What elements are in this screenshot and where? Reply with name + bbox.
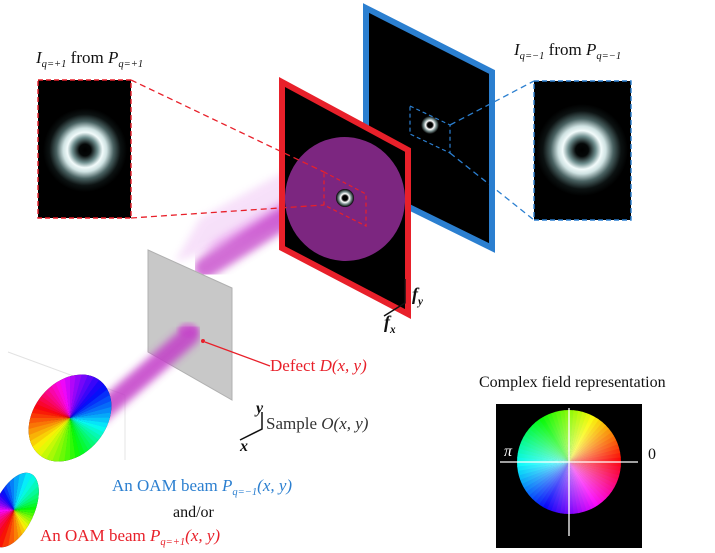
defect-leader-line [204,341,271,367]
beam-plus-text: An OAM beam [40,526,151,545]
defect-expr: D(x, y) [319,356,367,375]
label-and-or: and/or [173,504,214,521]
fy-subscript: y [418,295,423,308]
i-plus-p-subscript: q=+1 [118,59,144,71]
small-ring-minus [421,116,439,134]
defect-text: Defect [270,356,320,375]
defect-point [201,339,205,343]
sample-text: Sample [266,414,322,433]
i-plus-p-symbol: P [107,48,119,67]
label-intensity-minus: Iq=−1 from Pq=−1 [514,40,622,63]
i-plus-subscript: q=+1 [41,59,67,71]
fy-symbol: f [412,284,418,304]
beam-minus-text: An OAM beam [112,476,223,495]
label-beam-minus: An OAM beam Pq=−1(x, y) [112,476,293,499]
i-plus-from: from [66,48,108,67]
oam-beam-phase-ellipse-1 [11,358,129,478]
label-phase-zero: 0 [648,446,656,463]
i-minus-symbol: I [514,40,520,59]
label-sample-x: x [240,438,248,455]
i-minus-p-subscript: q=−1 [596,51,622,63]
label-fy: fy [412,284,423,308]
sample-expr: O(x, y) [321,414,369,433]
label-defect: Defect D(x, y) [270,356,367,376]
label-phase-pi: π [504,443,513,460]
beam-plus-subscript: q=+1 [160,537,186,549]
i-minus-from: from [544,40,586,59]
beam-minus-subscript: q=−1 [232,487,258,499]
sample-axes [239,412,263,441]
label-beam-plus: An OAM beam Pq=+1(x, y) [40,526,221,549]
fx-subscript: x [390,323,396,336]
fx-symbol: f [384,312,390,332]
small-ring-plus [336,189,354,207]
label-complex-field: Complex field representation [479,374,666,391]
beam-plus-p: P [150,526,161,545]
label-intensity-plus: Iq=+1 from Pq=+1 [36,48,144,71]
fourier-axes [383,279,406,317]
label-fx: fx [384,312,396,336]
label-sample: Sample O(x, y) [266,414,368,434]
beam-minus-arg: (x, y) [257,476,293,495]
i-minus-p-symbol: P [585,40,597,59]
beam-minus-p: P [222,476,233,495]
i-minus-subscript: q=−1 [519,51,545,63]
beam-plus-arg: (x, y) [185,526,221,545]
i-plus-symbol: I [36,48,42,67]
label-sample-y: y [256,400,264,417]
